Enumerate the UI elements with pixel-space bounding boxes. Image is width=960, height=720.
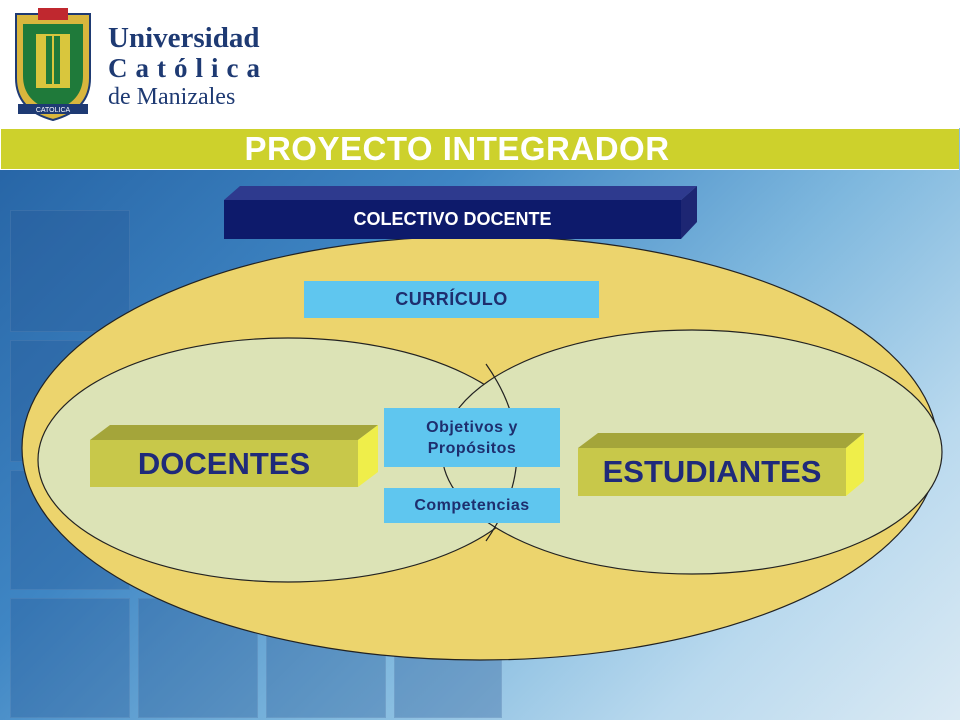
page-title: PROYECTO INTEGRADOR [244,130,670,167]
estudiantes-label: ESTUDIANTES [602,454,822,489]
curriculo-box: CURRÍCULO [304,281,599,318]
background-tile [10,210,130,332]
header: CATOLICA Universidad Católica de Manizal… [0,0,960,128]
competencias-label: Competencias [414,496,530,514]
estudiantes-box-side [846,433,864,496]
docentes-box-side [358,425,378,487]
colectivo-banner-face [224,200,681,239]
title-bar: PROYECTO INTEGRADOR [0,128,959,170]
estudiantes-box-face [578,448,846,496]
curriculo-label: CURRÍCULO [395,289,508,309]
competencias-box: Competencias [384,488,560,523]
objetivos-box: Objetivos y Propósitos [384,408,560,467]
university-seal-icon: CATOLICA [15,8,91,122]
objetivos-line2: Propósitos [427,439,517,457]
docentes-box-top [90,425,378,440]
seal-text: CATOLICA [36,107,71,114]
logo-line-universidad: Universidad [108,22,260,54]
logo-line-catolica: Católica [108,53,268,83]
logo-line-manizales: de Manizales [108,84,236,110]
estudiantes-box-top [578,433,864,448]
background-tile [10,598,130,718]
colectivo-banner-top [224,186,697,200]
university-logo: CATOLICA Universidad Católica de Manizal… [8,6,278,122]
colectivo-docente-label: COLECTIVO DOCENTE [353,209,552,229]
logo-text: Universidad Católica de Manizales [108,22,278,110]
docentes-label: DOCENTES [137,446,311,481]
docentes-box-face [90,440,358,487]
objetivos-line1: Objetivos y [426,418,518,436]
colectivo-banner-side [681,186,697,239]
